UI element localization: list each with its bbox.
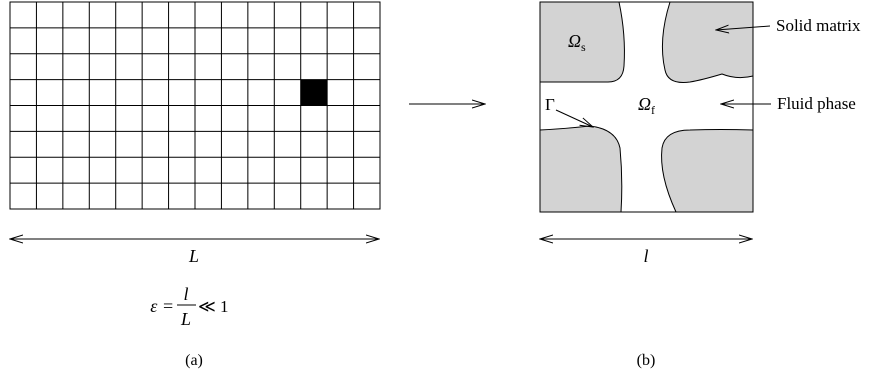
panel-b: Ωs Ωf Γ Solid matrix Fluid phase l (b) — [539, 1, 861, 369]
solid-inclusion-top-left — [539, 1, 625, 83]
solid-inclusion-bottom-left — [539, 125, 623, 213]
length-l-label: l — [643, 246, 648, 266]
fluid-domain-symbol: Ωf — [638, 94, 655, 117]
caption-a: (a) — [185, 352, 203, 369]
macroscopic-grid — [9, 1, 381, 210]
equation-lhs: ε = — [150, 296, 174, 316]
caption-b: (b) — [637, 352, 656, 369]
scale-ratio-equation: ε = l L ≪ 1 — [150, 284, 228, 329]
fluid-phase-label: Fluid phase — [777, 94, 856, 113]
solid-matrix-label: Solid matrix — [776, 16, 861, 35]
equation-rhs: ≪ 1 — [198, 297, 229, 316]
solid-domain-symbol: Ωs — [568, 31, 586, 54]
solid-inclusion-top-right — [661, 1, 754, 83]
solid-matrix-pointer — [716, 26, 771, 30]
solid-inclusion-bottom-right — [661, 129, 754, 213]
interface-symbol: Γ — [545, 95, 555, 114]
panel-a: L ε = l L ≪ 1 (a) — [9, 1, 381, 369]
equation-numerator: l — [183, 284, 188, 304]
length-L-label: L — [188, 246, 199, 266]
interface-pointer — [555, 109, 593, 127]
equation-denominator: L — [180, 309, 191, 329]
highlighted-unit-cell — [300, 79, 328, 106]
